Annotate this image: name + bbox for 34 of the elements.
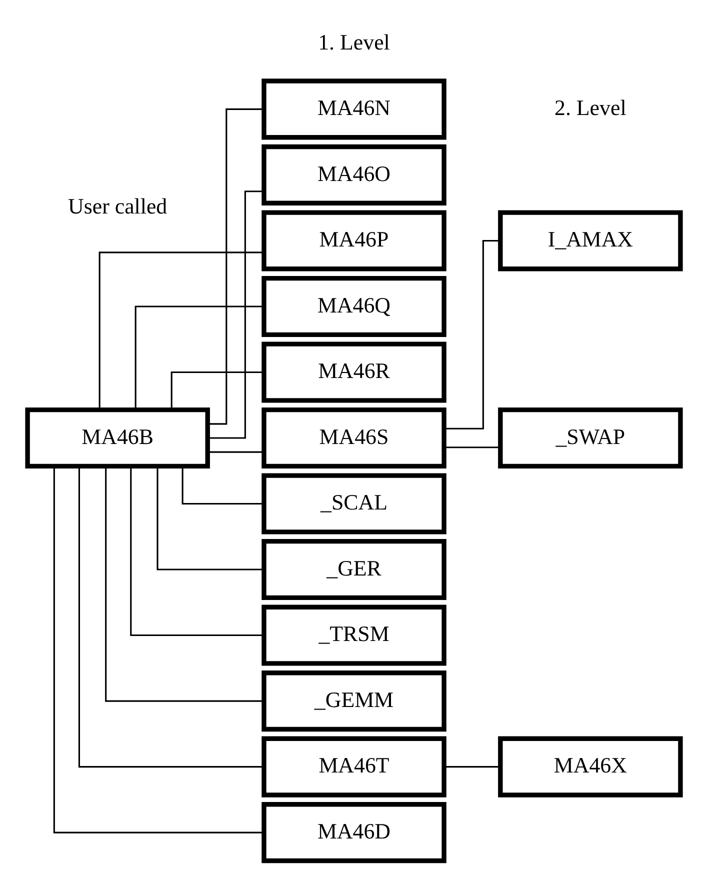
connector <box>182 466 264 504</box>
node-box: MA46X <box>498 736 683 797</box>
connector <box>208 190 264 438</box>
connector <box>130 466 264 636</box>
label: User called <box>68 193 168 218</box>
node-box: MA46Q <box>262 275 446 337</box>
node-box: I_AMAX <box>498 210 683 271</box>
connector <box>444 766 500 768</box>
connector <box>156 466 264 570</box>
node-box: _SCAL <box>262 472 446 534</box>
node-box: MA46T <box>262 736 446 797</box>
connector <box>53 466 264 833</box>
label: 1. Level <box>318 28 390 54</box>
connector <box>208 450 264 452</box>
node-box: MA46N <box>262 78 446 140</box>
label: 2. Level <box>554 94 626 120</box>
node-box: MA46P <box>262 210 446 271</box>
node-box: MA46S <box>262 406 446 468</box>
connector <box>170 370 264 410</box>
connector <box>134 305 264 409</box>
connector <box>208 108 264 424</box>
node-box: MA46O <box>262 144 446 205</box>
node-box: _GEMM <box>262 670 446 732</box>
connector <box>444 446 500 448</box>
node-box: MA46D <box>262 802 446 863</box>
connector <box>444 239 500 429</box>
connector <box>98 251 264 409</box>
node-box: MA46B <box>25 406 210 468</box>
connector <box>78 466 264 768</box>
connector <box>105 466 264 702</box>
node-box: _GER <box>262 538 446 600</box>
node-box: MA46R <box>262 341 446 402</box>
node-box: _TRSM <box>262 604 446 666</box>
node-box: _SWAP <box>498 406 683 468</box>
